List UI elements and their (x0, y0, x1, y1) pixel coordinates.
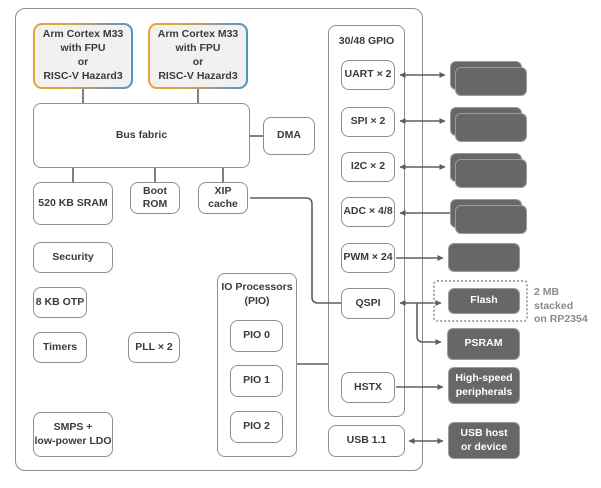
spi-peripheral-stack-front (455, 113, 527, 142)
block-core-0: Arm Cortex M33 with FPU or RISC-V Hazard… (33, 23, 133, 89)
block-pio-0: PIO 0 (230, 320, 283, 352)
high-speed-peripherals: High-speed peripherals (448, 367, 520, 404)
block-dma: DMA (263, 117, 315, 155)
block-hstx: HSTX (341, 372, 395, 403)
flash-stacked-note: 2 MB stacked on RP2354 (534, 286, 588, 326)
block-adc: ADC × 4/8 (341, 197, 395, 227)
pio-group-header: IO Processors (PIO) (221, 281, 293, 307)
flash-chip: Flash (448, 288, 520, 314)
block-pio-1: PIO 1 (230, 365, 283, 397)
pwm-peripheral-pad (448, 243, 520, 272)
block-security: Security (33, 242, 113, 273)
gpio-group-frame (328, 25, 405, 417)
block-i2c: I2C × 2 (341, 152, 395, 182)
block-bus-fabric: Bus fabric (33, 103, 250, 168)
core-0-label: Arm Cortex M33 with FPU or RISC-V Hazard… (35, 25, 131, 87)
block-timers: Timers (33, 332, 87, 363)
block-pwm: PWM × 24 (341, 243, 395, 273)
uart-peripheral-stack-front (455, 67, 527, 96)
block-boot-rom: Boot ROM (130, 182, 180, 214)
i2c-peripheral-stack-front (455, 159, 527, 188)
block-core-1: Arm Cortex M33 with FPU or RISC-V Hazard… (148, 23, 248, 89)
block-otp: 8 KB OTP (33, 287, 87, 318)
adc-peripheral-stack-front (455, 205, 527, 234)
block-sram: 520 KB SRAM (33, 182, 113, 225)
block-pio-2: PIO 2 (230, 411, 283, 443)
block-xip-cache: XIP cache (198, 182, 248, 214)
block-smps-ldo: SMPS + low-power LDO (33, 412, 113, 457)
block-qspi: QSPI (341, 288, 395, 319)
block-spi: SPI × 2 (341, 107, 395, 137)
wire-xip-qspi (250, 197, 341, 304)
block-pll: PLL × 2 (128, 332, 180, 363)
usb-host-device: USB host or device (448, 422, 520, 459)
psram-chip: PSRAM (447, 328, 520, 360)
arrow-qspi-psram (416, 303, 442, 345)
block-usb: USB 1.1 (328, 425, 405, 457)
block-uart: UART × 2 (341, 60, 395, 90)
pio-group-frame (217, 273, 297, 457)
chip-outline (15, 8, 423, 471)
core-1-label: Arm Cortex M33 with FPU or RISC-V Hazard… (150, 25, 246, 87)
gpio-group-header: 30/48 GPIO (338, 35, 395, 47)
